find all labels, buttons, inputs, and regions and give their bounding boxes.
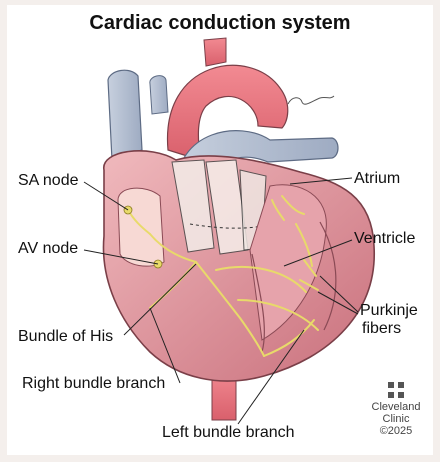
label-av-node: AV node [18, 240, 79, 257]
label-atrium: Atrium [354, 170, 401, 187]
label-ventricle: Ventricle [354, 230, 416, 247]
sa-node-dot [123, 205, 133, 215]
label-left-bundle-branch: Left bundle branch [162, 424, 295, 441]
aorta-branch-1 [203, 37, 227, 67]
superior-vena-cava [107, 69, 143, 161]
label-bundle-of-his: Bundle of His [18, 328, 114, 345]
label-purkinje-line1: Purkinje [360, 302, 418, 319]
label-purkinje-line2: fibers [362, 320, 402, 337]
valve-left [171, 159, 215, 253]
valve-dashed [189, 223, 263, 229]
cleveland-clinic-icon [388, 382, 404, 398]
page-title: Cardiac conduction system [89, 12, 351, 34]
leader-lines [83, 177, 359, 425]
logo-line2: Clinic [382, 413, 410, 425]
left-ventricle-chamber [249, 184, 327, 341]
outer-wall [319, 221, 337, 331]
cleveland-clinic-logo: Cleveland Clinic ©2025 [368, 382, 424, 437]
pulmonary-vessel-top [149, 75, 169, 115]
label-right-bundle-branch: Right bundle branch [22, 375, 166, 392]
logo-year: ©2025 [379, 425, 413, 437]
label-sa-node: SA node [18, 172, 79, 189]
logo-line1: Cleveland [371, 401, 421, 413]
aortic-arch [167, 64, 289, 161]
artist-signature [287, 95, 335, 105]
